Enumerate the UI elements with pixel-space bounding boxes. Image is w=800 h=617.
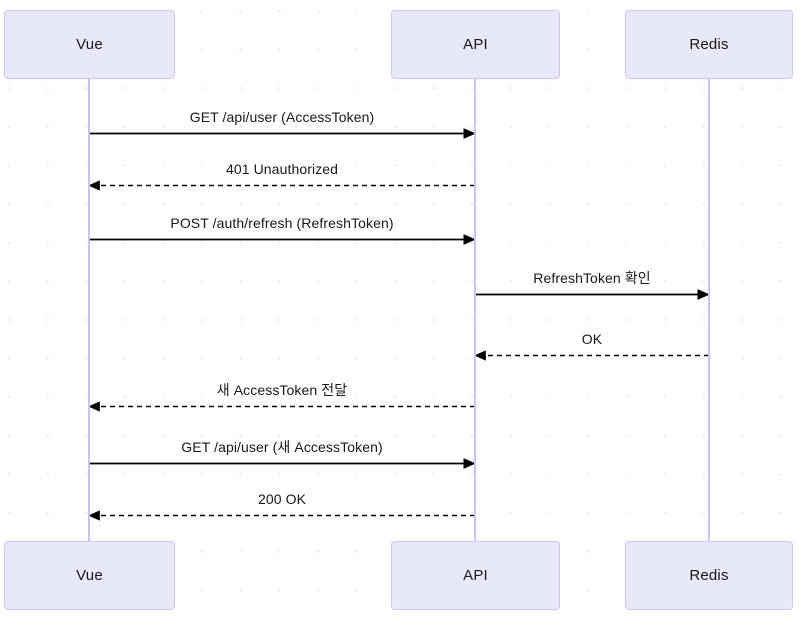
- message-label-6: 새 AccessToken 전달: [216, 382, 348, 398]
- participant-label: API: [463, 567, 488, 584]
- participant-api-top[interactable]: API: [391, 10, 560, 79]
- message-label-5: OK: [581, 331, 603, 347]
- participant-label: Vue: [76, 36, 103, 53]
- participant-label: Redis: [689, 36, 729, 53]
- message-label-8: 200 OK: [257, 491, 307, 507]
- participant-label: API: [463, 36, 488, 53]
- participant-label: Vue: [76, 567, 103, 584]
- message-label-1: GET /api/user (AccessToken): [189, 109, 375, 125]
- participant-redis-top[interactable]: Redis: [625, 10, 793, 79]
- participant-vue-bottom[interactable]: Vue: [4, 541, 175, 610]
- message-label-3: POST /auth/refresh (RefreshToken): [170, 215, 394, 231]
- message-label-7: GET /api/user (새 AccessToken): [181, 439, 383, 455]
- lifeline-redis: [708, 79, 710, 541]
- participant-label: Redis: [689, 567, 729, 584]
- lifeline-api: [474, 79, 476, 541]
- lifeline-vue: [88, 79, 90, 541]
- message-label-2: 401 Unauthorized: [225, 161, 339, 177]
- participant-vue-top[interactable]: Vue: [4, 10, 175, 79]
- participant-redis-bottom[interactable]: Redis: [625, 541, 793, 610]
- message-label-4: RefreshToken 확인: [533, 270, 651, 286]
- participant-api-bottom[interactable]: API: [391, 541, 560, 610]
